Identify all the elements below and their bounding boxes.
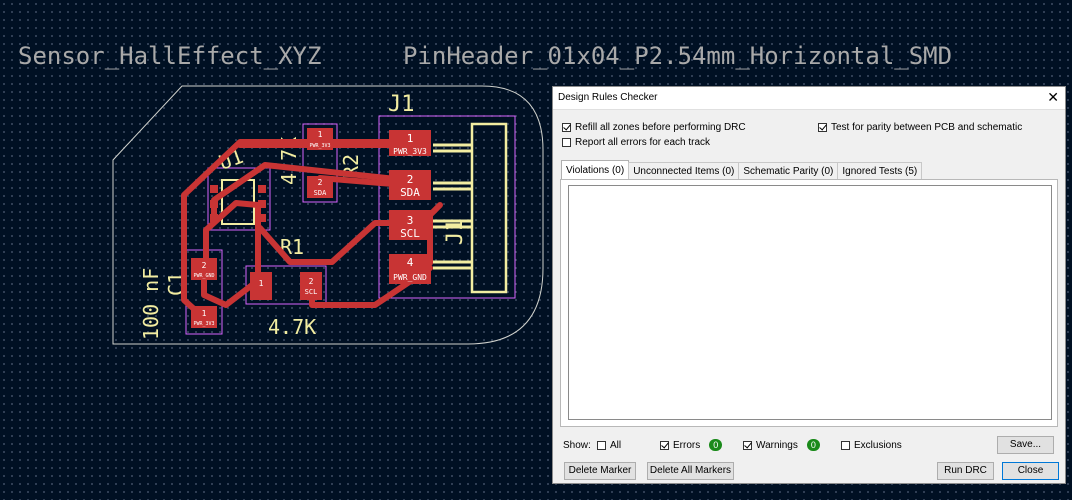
show-warnings-checkbox[interactable]: Warnings 0	[743, 439, 820, 451]
run-drc-button[interactable]: Run DRC	[937, 462, 994, 480]
dialog-title: Design Rules Checker	[558, 92, 658, 103]
show-exclusions-check-icon[interactable]	[841, 441, 850, 450]
report-all-errors-check-icon[interactable]	[562, 138, 571, 147]
j1-pin-leads	[433, 143, 472, 270]
show-errors-label: Errors	[673, 439, 701, 451]
r2-pad-1-net: PWR_3V3	[309, 143, 330, 149]
test-parity-label: Test for parity between PCB and schemati…	[831, 122, 1023, 133]
c1-value: 100 nF	[139, 268, 163, 340]
footprint-label-right: PinHeader_01x04_P2.54mm_Horizontal_SMD	[403, 42, 952, 70]
j1-courtyard	[378, 115, 516, 299]
r1-courtyard	[245, 265, 327, 305]
drc-tabs: Violations (0) Unconnected Items (0) Sch…	[561, 160, 923, 180]
j1-pad-3-net: SCL	[400, 227, 420, 240]
show-label: Show:	[563, 440, 591, 451]
j1-pad-1-net: PWR_3V3	[393, 147, 427, 156]
r1-value: 4.7K	[268, 315, 316, 339]
tab-ignored-tests[interactable]: Ignored Tests (5)	[837, 162, 923, 180]
refill-zones-label: Refill all zones before performing DRC	[575, 122, 746, 133]
r2-pad-1[interactable]: 1 PWR_3V3	[307, 128, 333, 150]
r1-pad-1-number: 1	[259, 279, 264, 288]
show-warnings-check-icon[interactable]	[743, 440, 752, 450]
tab-schematic-parity[interactable]: Schematic Parity (0)	[738, 162, 839, 180]
j1-reference: J1	[388, 92, 415, 117]
refill-zones-checkbox[interactable]: Refill all zones before performing DRC	[562, 122, 746, 133]
show-warnings-label: Warnings	[756, 439, 798, 451]
r2-pad-2[interactable]: 2 SDA	[307, 176, 333, 198]
show-exclusions-checkbox[interactable]: Exclusions	[841, 440, 902, 451]
u1-pads	[210, 185, 266, 222]
errors-count-badge: 0	[709, 439, 723, 451]
show-errors-check-icon[interactable]	[660, 440, 669, 450]
close-button[interactable]: Close	[1002, 462, 1059, 480]
delete-all-markers-button[interactable]: Delete All Markers	[647, 462, 734, 480]
j1-body-outline	[470, 122, 508, 294]
j1-pad-4[interactable]: 4 PWR_GND	[389, 254, 431, 284]
test-parity-checkbox[interactable]: Test for parity between PCB and schemati…	[818, 122, 1022, 133]
test-parity-check-icon[interactable]	[818, 123, 827, 132]
save-button[interactable]: Save...	[997, 436, 1054, 454]
j1-pad-4-net: PWR_GND	[393, 273, 427, 282]
r2-pad-2-number: 2	[318, 178, 323, 187]
show-exclusions-label: Exclusions	[854, 440, 902, 451]
drc-dialog: Design Rules Checker ✕ Refill all zones …	[552, 86, 1066, 484]
j1-pad-4-number: 4	[407, 256, 414, 269]
c1-pad-2-net: PWR_GND	[193, 273, 214, 279]
violations-panel	[560, 179, 1058, 427]
j1-pad-2-number: 2	[407, 173, 414, 186]
r1-pad-2-number: 2	[309, 277, 314, 286]
report-all-errors-label: Report all errors for each track	[575, 137, 711, 148]
c1-pad-1-net: PWR_3V3	[193, 321, 214, 327]
warnings-count-badge: 0	[806, 439, 820, 451]
c1-pad-1[interactable]: 1 PWR_3V3	[191, 306, 217, 328]
c1-pad-1-number: 1	[202, 309, 207, 318]
r2-pad-2-net: SDA	[314, 189, 327, 197]
j1-pad-1-number: 1	[407, 132, 414, 145]
tab-violations[interactable]: Violations (0)	[561, 160, 630, 180]
r2-courtyard	[302, 123, 338, 203]
violations-list[interactable]	[568, 185, 1052, 420]
show-errors-checkbox[interactable]: Errors 0	[660, 439, 723, 451]
r1-pad-1[interactable]: 1	[250, 272, 272, 300]
report-all-errors-checkbox[interactable]: Report all errors for each track	[562, 137, 710, 148]
r1-pad-2[interactable]: 2 SCL	[300, 272, 322, 300]
tab-unconnected-items[interactable]: Unconnected Items (0)	[628, 162, 740, 180]
j1-pad-2[interactable]: 2 SDA	[389, 170, 431, 200]
j1-pad-3-number: 3	[407, 214, 414, 227]
show-all-check-icon[interactable]	[597, 441, 606, 450]
show-all-label: All	[610, 440, 622, 451]
u1-courtyard	[207, 167, 271, 231]
j1-pad-3[interactable]: 3 SCL	[389, 210, 431, 240]
footprint-label-left: Sensor_HallEffect_XYZ	[18, 42, 321, 70]
r1-pad-2-net: SCL	[305, 288, 318, 296]
c1-pad-2[interactable]: 2 PWR_GND	[191, 258, 217, 280]
close-icon[interactable]: ✕	[1047, 89, 1059, 105]
c1-pad-2-number: 2	[202, 261, 207, 270]
delete-marker-button[interactable]: Delete Marker	[564, 462, 636, 480]
r2-pad-1-number: 1	[318, 130, 323, 139]
j1-pad-1[interactable]: 1 PWR_3V3	[389, 130, 431, 156]
dialog-titlebar[interactable]: Design Rules Checker ✕	[553, 87, 1065, 110]
j1-reference-silk: J1	[443, 219, 468, 246]
board-edge	[112, 85, 544, 345]
j1-pad-2-net: SDA	[400, 186, 420, 199]
refill-zones-check-icon[interactable]	[562, 123, 571, 132]
show-all-checkbox[interactable]: All	[597, 440, 621, 451]
